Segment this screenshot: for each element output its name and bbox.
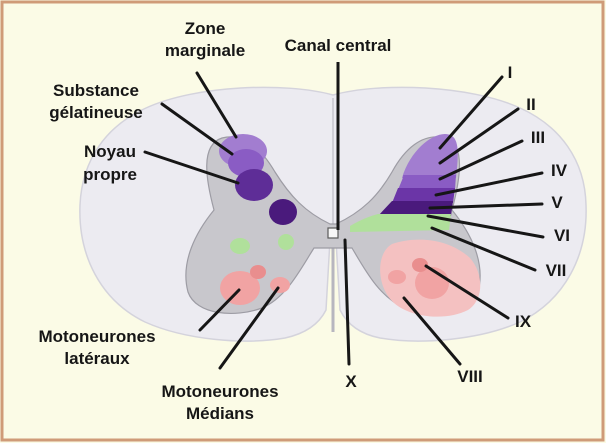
label-zone-marginale-line1: Zone (185, 19, 226, 38)
right-medial-motoneurons-shape (388, 270, 406, 284)
label-zone-marginale-line2: marginale (165, 41, 245, 60)
label-substance-gelatineuse-line2: gélatineuse (49, 103, 143, 122)
label-noyau-propre-line1: Noyau (84, 142, 136, 161)
label-lamina-III: III (531, 128, 545, 147)
label-lamina-VIII: VIII (457, 367, 483, 386)
label-motoneurones-lateraux-line2: latéraux (64, 349, 130, 368)
label-lamina-V: V (551, 193, 563, 212)
label-noyau-propre-line2: propre (83, 165, 137, 184)
label-motoneurones-medians-line1: Motoneurones (161, 382, 278, 401)
label-lamina-VI: VI (554, 226, 570, 245)
left-medial-motoneurons-shape (270, 277, 290, 293)
label-substance-gelatineuse-line1: Substance (53, 81, 139, 100)
white-matter (80, 87, 586, 341)
label-lamina-IV: IV (551, 161, 568, 180)
left-intermediate-nucleus-shape (230, 238, 250, 254)
label-canal-central: Canal central (285, 36, 392, 55)
left-deep-dorsal-shape (269, 199, 297, 225)
left-intermediolateral-shape (278, 234, 294, 250)
label-motoneurones-medians-line2: Médians (186, 404, 254, 423)
label-lamina-IX: IX (515, 312, 532, 331)
label-lamina-II: II (526, 95, 535, 114)
label-lamina-I: I (508, 63, 513, 82)
lamina-III-IV-band (392, 188, 455, 203)
label-lamina-X: X (345, 372, 357, 391)
left-noyau-propre-shape (235, 169, 273, 201)
left-motor-subnucleus (250, 265, 266, 279)
label-motoneurones-lateraux-line1: Motoneurones (38, 327, 155, 346)
label-lamina-VII: VII (546, 261, 567, 280)
